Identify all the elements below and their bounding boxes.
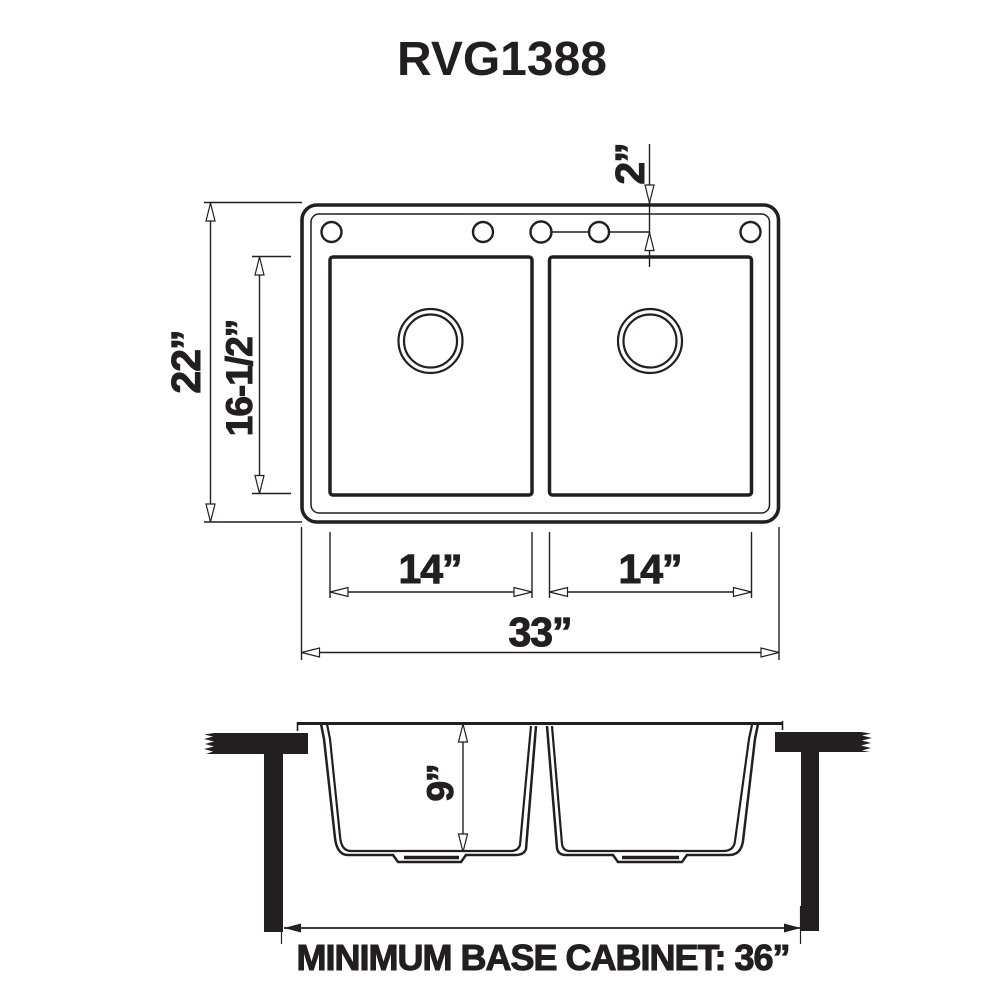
dim-overall-front-to-back [204,201,302,523]
dim-label-overall-width: 33” [508,609,571,655]
left-bowl-section-outer [319,723,538,864]
faucet-hole-2 [471,220,495,244]
arrowhead-left [549,586,569,598]
arrowhead-up [205,202,216,222]
page-title: RVG1388 [397,33,607,86]
left-bowl-section-inner [325,723,533,853]
dim-label-bowl-depth: 9” [420,764,461,801]
dim-overall-width [300,527,780,660]
right-bowl [547,255,754,497]
dim-label-left-bowl-width: 14” [398,546,461,592]
dim-base-cabinet [280,906,802,944]
arrowhead-right-solid [784,923,801,933]
dim-label-hole-setback: 2” [607,143,653,184]
arrowhead-down [205,503,216,523]
arrowhead-up [254,256,265,276]
base-cabinet-note: MINIMUM BASE CABINET: 36” [296,937,789,978]
arrowhead-down [254,474,265,494]
dim-right-bowl-width [548,532,753,598]
arrowhead-up [457,723,469,743]
right-bowl-section-outer [545,723,760,864]
drain-left [397,307,464,375]
cabinet-side-right [801,752,819,931]
faucet-hole-5 [739,220,762,244]
right-bowl-section-inner [550,724,754,853]
arrowhead-down [457,833,469,853]
drain-right [616,307,684,375]
countertop-right [775,732,872,752]
dim-bowl-depth [457,723,469,853]
dim-label-right-bowl-width: 14” [618,546,681,592]
dim-left-bowl-width [329,532,533,598]
sink-inner-contour [310,213,771,514]
arrowhead-up [644,232,655,252]
dim-hole-setback [551,144,655,267]
countertop-left [204,733,308,754]
arrowhead-right [513,586,533,598]
arrowhead-left-solid [284,923,301,933]
arrowhead-down [644,184,655,204]
dim-label-overall-front-to-back: 22” [163,330,209,393]
left-bowl [328,255,534,497]
sink-outer-rim [300,203,781,524]
arrowhead-left [329,586,349,598]
arrowhead-right [732,586,752,598]
dim-label-bowl-front-to-back: 16-1/2” [219,320,260,436]
dim-bowl-front-to-back [252,255,291,495]
arrowhead-left [301,647,321,658]
arrowhead-right [760,647,780,658]
sink-rim-section [296,721,784,731]
cabinet-side-left [264,754,283,932]
faucet-hole-1 [320,220,343,244]
front-view: 9” MINIMUM BASE CABINET: 36” [204,721,872,979]
top-view: 2” 22” 16-1/2” 14” [163,143,781,660]
